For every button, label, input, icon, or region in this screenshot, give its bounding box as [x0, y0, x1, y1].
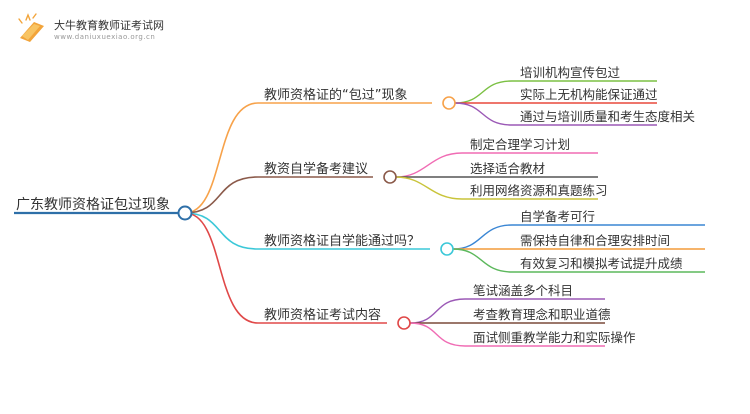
leaf-connector-2-1: [395, 152, 463, 178]
branch-connector-3: [184, 212, 259, 250]
branch-label-4: 教师资格证考试内容: [264, 308, 382, 323]
leaf-connector-1-3: [454, 102, 513, 126]
site-url: www.daniuxuexiao.org.cn: [54, 33, 156, 41]
leaf-connector-4-3: [409, 322, 466, 347]
branch-label-1: 教师资格证的“包过”现象: [264, 88, 408, 103]
leaf-label-4-2: 考查教育理念和职业道德: [473, 307, 611, 322]
leaf-connector-1-1: [454, 80, 513, 104]
leaf-label-3-1: 自学备考可行: [520, 209, 596, 224]
leaf-label-3-2: 需保持自律和合理安排时间: [520, 233, 671, 248]
leaf-label-1-2: 实际上无机构能保证通过: [520, 87, 658, 102]
leaf-label-2-1: 制定合理学习计划: [470, 137, 571, 152]
leaf-label-2-2: 选择适合教材: [470, 161, 546, 176]
root-node-circle: [177, 205, 193, 221]
branch-label-2: 教资自学备考建议: [264, 162, 369, 177]
branch-connector-4: [184, 212, 259, 324]
leaf-label-3-3: 有效复习和模拟考试提升成绩: [520, 256, 683, 271]
leaf-connector-3-3: [452, 248, 513, 273]
branch-node-circle-3: [440, 242, 454, 256]
branch-connector-2: [184, 176, 259, 214]
leaf-label-2-3: 利用网络资源和真题练习: [470, 183, 608, 198]
branch-label-3: 教师资格证自学能通过吗？: [264, 234, 421, 249]
leaf-connector-2-3: [395, 176, 463, 200]
logo-icon: [18, 13, 44, 42]
branch-node-circle-1: [442, 96, 456, 110]
leaf-connector-3-1: [452, 224, 513, 250]
branch-node-circle-2: [383, 170, 397, 184]
branch-connector-1: [184, 102, 259, 214]
leaf-label-1-1: 培训机构宣传包过: [520, 65, 621, 80]
root-node-label: 广东教师资格证包过现象: [16, 197, 170, 213]
leaf-label-1-3: 通过与培训质量和考生态度相关: [520, 109, 696, 124]
site-name: 大牛教育教师证考试网: [54, 19, 164, 32]
leaf-connector-4-1: [409, 298, 466, 324]
branch-node-circle-4: [397, 316, 411, 330]
leaf-label-4-1: 笔试涵盖多个科目: [473, 283, 574, 298]
leaf-label-4-3: 面试侧重教学能力和实际操作: [473, 330, 636, 345]
